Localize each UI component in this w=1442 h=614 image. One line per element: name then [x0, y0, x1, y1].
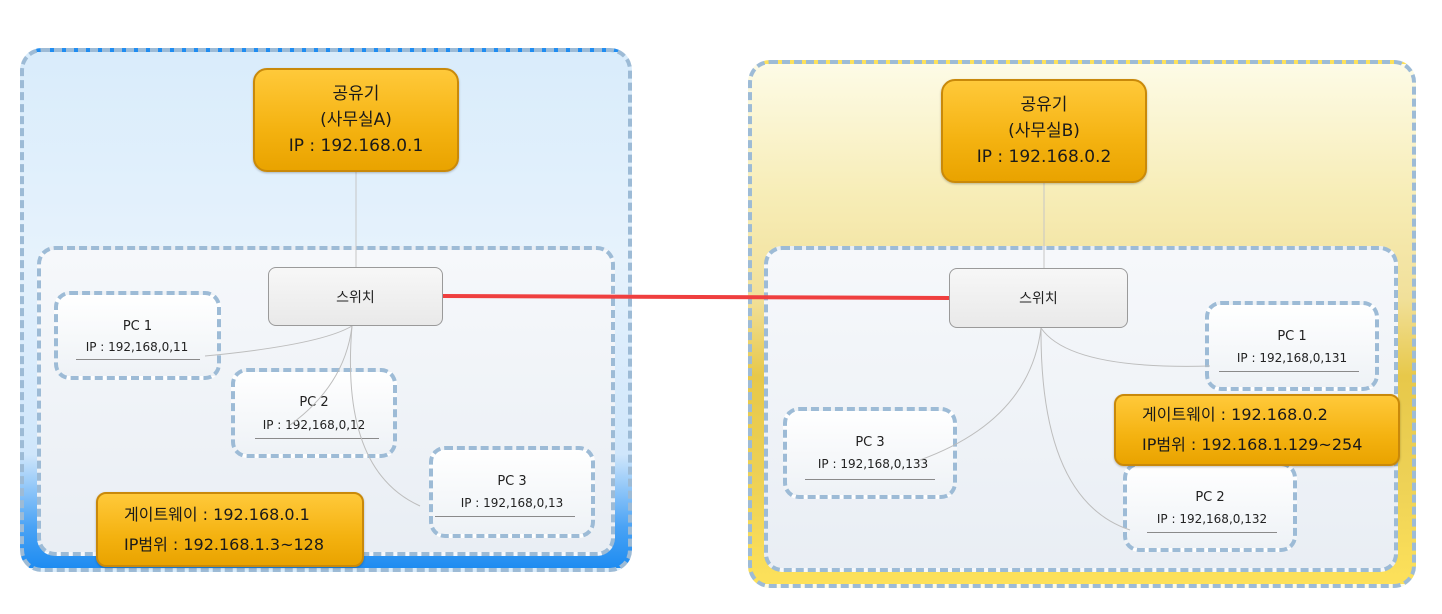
pc-name: PC 1: [122, 319, 153, 334]
gateway-line: 게이트웨이 : 192.168.0.2: [1142, 405, 1328, 424]
switch-label: 스위치: [336, 289, 375, 306]
pc-name: PC 3: [497, 474, 527, 489]
office-b-switch[interactable]: 스위치: [949, 268, 1128, 328]
pc-underline: [1219, 371, 1359, 372]
pc-ip: IP : 192,168,0,132: [1156, 512, 1268, 526]
office-b-router[interactable]: 공유기 (사무실B) IP : 192.168.0.2: [941, 79, 1147, 183]
ip-range-line: IP범위 : 192.168.1.3~128: [124, 534, 325, 554]
pc-ip: IP : 192,168,0,133: [817, 457, 929, 471]
office-a-gateway-info[interactable]: 게이트웨이 : 192.168.0.1 IP범위 : 192.168.1.3~1…: [96, 492, 364, 567]
office-a-switch-pc2-link: [289, 325, 353, 426]
pc-name: PC 2: [1195, 490, 1225, 505]
router-ip: IP : 192.168.0.2: [976, 147, 1112, 167]
pc-underline: [435, 516, 575, 517]
router-location: (사무실B): [1008, 121, 1080, 141]
office-b-switch-pc1-link: [1040, 327, 1211, 367]
pc-name: PC 1: [1277, 329, 1307, 344]
office-b-switch-pc3-link: [919, 327, 1042, 461]
router-title: 공유기: [332, 84, 380, 104]
pc-underline: [805, 479, 935, 480]
office-b-switch-pc2-link: [1040, 327, 1131, 531]
office-b-gateway-info[interactable]: 게이트웨이 : 192.168.0.2 IP범위 : 192.168.1.129…: [1114, 394, 1400, 466]
pc-name: PC 3: [855, 435, 885, 450]
pc-ip: IP : 192,168,0,131: [1236, 351, 1348, 365]
office-a-pc-1[interactable]: PC 1 IP : 192,168,0,11: [54, 291, 221, 380]
office-b-pc-1[interactable]: PC 1 IP : 192,168,0,131: [1205, 301, 1379, 391]
office-a-pc-2[interactable]: PC 2 IP : 192,168,0,12: [231, 368, 397, 458]
pc-ip: IP : 192,168,0,11: [85, 340, 189, 354]
office-b-pc-2[interactable]: PC 2 IP : 192,168,0,132: [1123, 462, 1297, 552]
pc-underline: [76, 359, 200, 360]
pc-underline: [1147, 532, 1277, 533]
pc-ip: IP : 192,168,0,13: [460, 496, 564, 510]
pc-name: PC 2: [299, 395, 329, 410]
ip-range-line: IP범위 : 192.168.1.129~254: [1142, 435, 1363, 454]
inter-office-link: [442, 294, 950, 300]
router-location: (사무실A): [320, 110, 392, 130]
switch-label: 스위치: [1019, 291, 1058, 307]
office-a-switch-pc1-link: [204, 325, 353, 357]
office-a-switch[interactable]: 스위치: [268, 267, 443, 326]
office-a-switch-pc3-link: [349, 325, 421, 507]
gateway-line: 게이트웨이 : 192.168.0.1: [124, 504, 310, 524]
pc-underline: [255, 438, 379, 439]
office-a-router[interactable]: 공유기 (사무실A) IP : 192.168.0.1: [253, 68, 459, 172]
office-a-pc-3[interactable]: PC 3 IP : 192,168,0,13: [429, 446, 595, 538]
office-b-pc-3[interactable]: PC 3 IP : 192,168,0,133: [783, 407, 957, 499]
router-ip: IP : 192.168.0.1: [288, 136, 424, 156]
pc-ip: IP : 192,168,0,12: [262, 418, 366, 432]
router-title: 공유기: [1020, 95, 1068, 115]
